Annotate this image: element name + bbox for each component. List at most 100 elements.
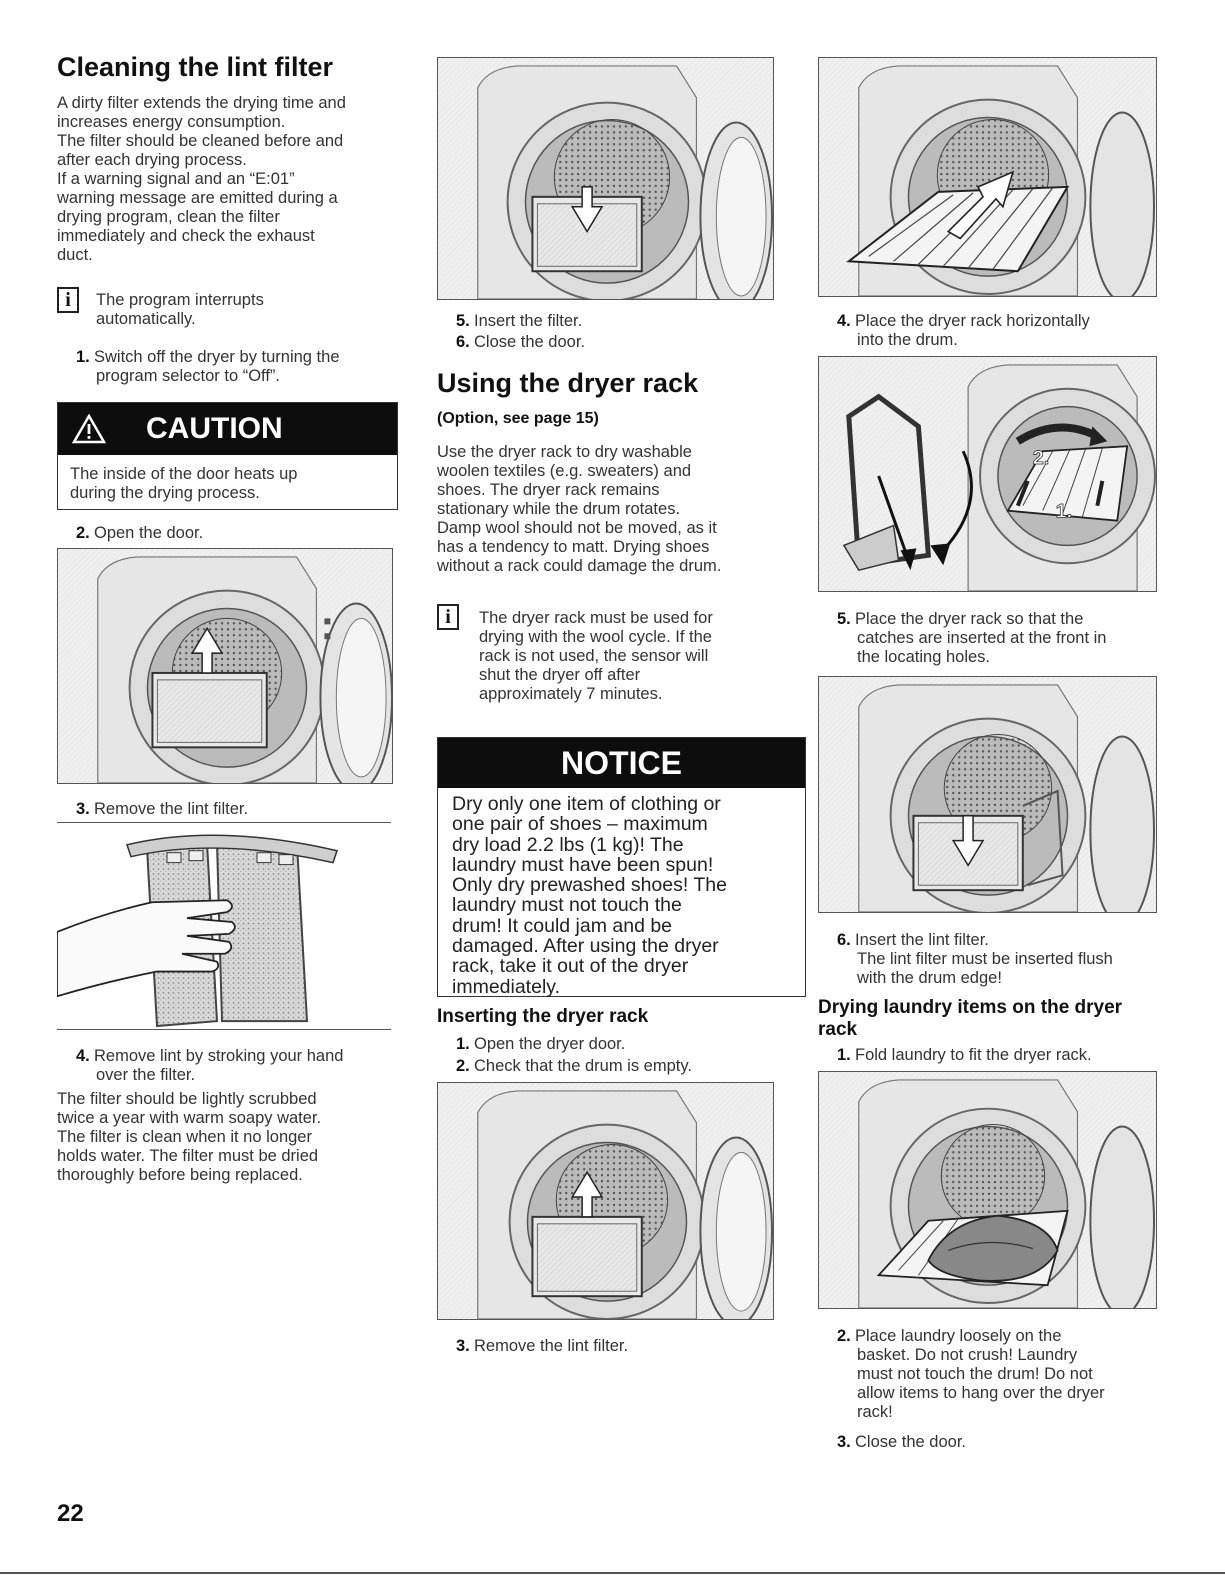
notice-line: immediately. bbox=[452, 975, 561, 998]
step-text: Insert the lint filter. bbox=[855, 931, 989, 949]
step-6-close-door: 6.Close the door. bbox=[456, 333, 585, 352]
info-line: shut the dryer off after bbox=[479, 666, 641, 684]
rack-step-6: 6.Insert the lint filter. The lint filte… bbox=[837, 931, 1113, 988]
notice-line: Only dry prewashed shoes! The bbox=[452, 874, 727, 897]
step-text: over the filter. bbox=[96, 1066, 196, 1084]
illustration-place-rack-horizontal bbox=[818, 57, 1157, 297]
step-text: Close the door. bbox=[474, 333, 585, 351]
illustration-insert-filter bbox=[437, 57, 774, 300]
step-text: Fold laundry to fit the dryer rack. bbox=[855, 1046, 1092, 1064]
notice-line: drum! It could jam and be bbox=[452, 914, 673, 937]
info-line: automatically. bbox=[96, 310, 196, 328]
step-2: 2.Open the door. bbox=[76, 524, 203, 543]
subsection-title-inserting-rack: Inserting the dryer rack bbox=[437, 1006, 649, 1027]
step-text: Open the dryer door. bbox=[474, 1035, 626, 1053]
step-number: 1. bbox=[456, 1035, 470, 1053]
step-text: the locating holes. bbox=[857, 648, 991, 666]
notice-line: laundry must have been spun! bbox=[452, 853, 714, 876]
section-title-dryer-rack: Using the dryer rack bbox=[437, 368, 699, 398]
info-line: The dryer rack must be used for bbox=[479, 609, 713, 627]
step-4: 4.Remove lint by stroking your hand over… bbox=[76, 1047, 343, 1085]
intro-line: after each drying process. bbox=[57, 151, 247, 169]
caution-line: during the drying process. bbox=[70, 484, 260, 502]
caution-title: CAUTION bbox=[146, 412, 283, 445]
intro-line: If a warning signal and an “E:01” bbox=[57, 170, 295, 188]
illustration-remove-filter-drum bbox=[57, 548, 393, 784]
title-line: Drying laundry items on the dryer bbox=[818, 997, 1123, 1018]
filter-cleaning-note: The filter should be lightly scrubbed tw… bbox=[57, 1090, 321, 1185]
inserting-step-2: 2.Check that the drum is empty. bbox=[456, 1057, 692, 1076]
caution-line: The inside of the door heats up bbox=[70, 465, 298, 483]
callout-2: 2. bbox=[1033, 447, 1050, 469]
step-text: basket. Do not crush! Laundry bbox=[857, 1346, 1078, 1364]
warning-triangle-icon bbox=[72, 414, 106, 444]
notice-line: laundry must not touch the bbox=[452, 894, 682, 917]
caution-text: The inside of the door heats up during t… bbox=[58, 455, 397, 503]
step-number: 5. bbox=[456, 312, 470, 330]
intro-line: The filter should be cleaned before and bbox=[57, 132, 344, 150]
dryer-rack-intro: Use the dryer rack to dry washable woole… bbox=[437, 443, 782, 576]
intro-line: shoes. The dryer rack remains bbox=[437, 481, 660, 499]
inserting-step-3: 3.Remove the lint filter. bbox=[456, 1337, 628, 1356]
step-text: rack! bbox=[857, 1403, 893, 1421]
intro-line: stationary while the drum rotates. bbox=[437, 500, 681, 518]
step-number: 1. bbox=[837, 1046, 851, 1064]
illustration-hand-on-filter bbox=[57, 822, 391, 1030]
lint-filter-intro: A dirty filter extends the drying time a… bbox=[57, 94, 402, 265]
notice-line: one pair of shoes – maximum bbox=[452, 813, 708, 836]
step-text: program selector to “Off”. bbox=[96, 367, 281, 385]
note-line: thoroughly before being replaced. bbox=[57, 1166, 303, 1184]
step-text: Close the door. bbox=[855, 1433, 966, 1451]
subsection-title-drying-items: Drying laundry items on the dryer rack bbox=[818, 997, 1122, 1041]
step-text: allow items to hang over the dryer bbox=[857, 1384, 1105, 1402]
inserting-step-1: 1.Open the dryer door. bbox=[456, 1035, 625, 1054]
step-5-insert-filter: 5.Insert the filter. bbox=[456, 312, 582, 331]
intro-line: immediately and check the exhaust bbox=[57, 227, 315, 245]
info-line: rack is not used, the sensor will bbox=[479, 647, 709, 665]
drying-step-3: 3.Close the door. bbox=[837, 1433, 966, 1452]
step-number: 3. bbox=[456, 1337, 470, 1355]
info-icon: i bbox=[57, 287, 79, 313]
step-number: 3. bbox=[837, 1433, 851, 1451]
option-reference: (Option, see page 15) bbox=[437, 410, 599, 427]
step-text: Switch off the dryer by turning the bbox=[94, 348, 340, 366]
info-line: The program interrupts bbox=[96, 291, 264, 309]
notice-line: Dry only one item of clothing or bbox=[452, 793, 721, 815]
intro-line: Use the dryer rack to dry washable bbox=[437, 443, 692, 461]
page-bottom-rule bbox=[0, 1572, 1225, 1574]
intro-line: has a tendency to matt. Drying shoes bbox=[437, 538, 710, 556]
intro-line: drying program, clean the filter bbox=[57, 208, 280, 226]
drying-step-2: 2.Place laundry loosely on the basket. D… bbox=[837, 1327, 1105, 1422]
step-text: Check that the drum is empty. bbox=[474, 1057, 692, 1075]
step-number: 6. bbox=[837, 931, 851, 949]
step-text: Remove lint by stroking your hand bbox=[94, 1047, 344, 1065]
step-number: 5. bbox=[837, 610, 851, 628]
caution-banner: CAUTION bbox=[58, 403, 397, 455]
step-number: 3. bbox=[76, 800, 90, 818]
dryer-rack-info-note: The dryer rack must be used for drying w… bbox=[479, 609, 713, 704]
step-text: Remove the lint filter. bbox=[474, 1337, 629, 1355]
step-text: catches are inserted at the front in bbox=[857, 629, 1107, 647]
section-title-cleaning-lint-filter: Cleaning the lint filter bbox=[57, 52, 334, 82]
notice-box: NOTICE Dry only one item of clothing or … bbox=[437, 737, 806, 997]
step-number: 4. bbox=[76, 1047, 90, 1065]
step-text: Remove the lint filter. bbox=[94, 800, 249, 818]
intro-line: warning message are emitted during a bbox=[57, 189, 338, 207]
title-line: rack bbox=[818, 1019, 858, 1040]
step-number: 4. bbox=[837, 312, 851, 330]
caution-box: CAUTION The inside of the door heats up … bbox=[57, 402, 398, 510]
step-3: 3.Remove the lint filter. bbox=[76, 800, 248, 819]
step-text: must not touch the drum! Do not bbox=[857, 1365, 1093, 1383]
illustration-insert-lint-filter-with-rack bbox=[818, 676, 1157, 913]
info-line: drying with the wool cycle. If the bbox=[479, 628, 712, 646]
intro-line: duct. bbox=[57, 246, 93, 264]
step-text: Insert the filter. bbox=[474, 312, 583, 330]
notice-banner: NOTICE bbox=[438, 738, 805, 788]
intro-line: A dirty filter extends the drying time a… bbox=[57, 94, 346, 112]
illustration-rack-catches: 2. 1. bbox=[818, 356, 1157, 592]
note-line: twice a year with warm soapy water. bbox=[57, 1109, 322, 1127]
drying-step-1: 1.Fold laundry to fit the dryer rack. bbox=[837, 1046, 1092, 1065]
notice-line: dry load 2.2 lbs (1 kg)! The bbox=[452, 833, 684, 856]
step-number: 2. bbox=[837, 1327, 851, 1345]
step-number: 1. bbox=[76, 348, 90, 366]
